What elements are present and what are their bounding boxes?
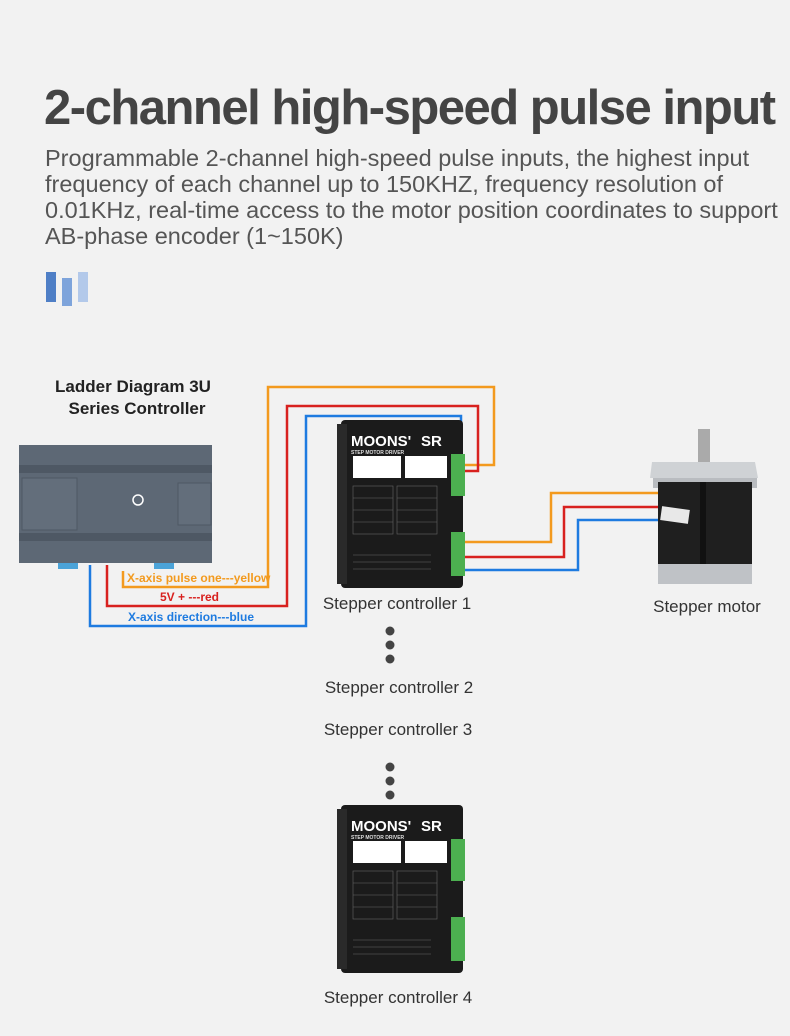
wire-label-pulse: X-axis pulse one---yellow bbox=[127, 571, 271, 585]
controller-label-line1: Ladder Diagram 3U bbox=[55, 377, 211, 396]
driver-sub: STEP MOTOR DRIVER bbox=[351, 450, 405, 456]
wire-label-power: 5V + ---red bbox=[160, 590, 219, 604]
stepper-driver-4: MOONS' SR STEP MOTOR DRIVER bbox=[336, 804, 466, 974]
page-description: Programmable 2-channel high-speed pulse … bbox=[45, 145, 778, 249]
stepper-motor-label: Stepper motor bbox=[653, 597, 761, 616]
motor-wire-direction bbox=[462, 518, 658, 572]
plc-controller bbox=[19, 445, 212, 569]
controller-label-line2: Series Controller bbox=[69, 399, 206, 418]
stepper-controller-4-label: Stepper controller 4 bbox=[324, 988, 472, 1007]
wire-power bbox=[105, 404, 480, 608]
stepper-controller-2-label: Stepper controller 2 bbox=[325, 678, 473, 697]
wire-label-direction: X-axis direction---blue bbox=[128, 610, 254, 624]
driver-brand: MOONS' bbox=[351, 818, 411, 835]
driver-sub: STEP MOTOR DRIVER bbox=[351, 835, 405, 841]
page-title: 2-channel high-speed pulse input bbox=[44, 81, 776, 135]
stepper-controller-1-label: Stepper controller 1 bbox=[323, 594, 471, 613]
ellipsis-dots-icon bbox=[385, 626, 395, 664]
wire-pulse bbox=[121, 385, 496, 589]
ellipsis-dots-icon bbox=[385, 762, 395, 800]
driver-model: SR bbox=[421, 818, 442, 835]
motor-wire-power bbox=[462, 505, 658, 559]
stepper-motor-image bbox=[650, 429, 758, 584]
stepper-driver-1: MOONS' SR STEP MOTOR DRIVER bbox=[336, 419, 466, 589]
driver-model: SR bbox=[421, 433, 442, 450]
motor-wire-pulse bbox=[462, 491, 658, 544]
stepper-controller-3-label: Stepper controller 3 bbox=[324, 720, 472, 739]
driver-brand: MOONS' bbox=[351, 433, 411, 450]
